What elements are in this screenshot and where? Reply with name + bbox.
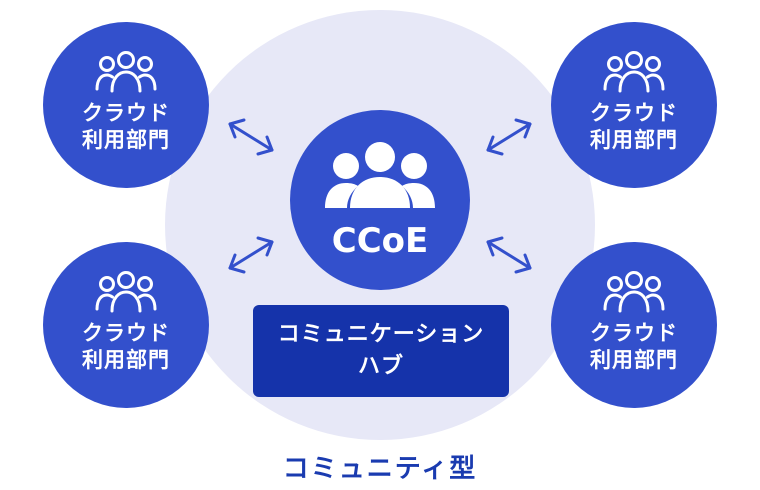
- hub-label-line1: コミュニケーション: [277, 322, 485, 347]
- department-label-line1: クラウド: [590, 101, 678, 125]
- people-outline-icon: [603, 51, 665, 93]
- department-label-line1: クラウド: [590, 321, 678, 345]
- people-group-icon: [325, 142, 435, 208]
- ccoe-label: CCoE: [331, 221, 429, 261]
- department-label-line2: 利用部門: [82, 128, 170, 152]
- department-label-line2: 利用部門: [590, 348, 678, 372]
- people-outline-icon: [95, 51, 157, 93]
- hub-label-line2: ハブ: [357, 354, 404, 379]
- department-node-top-right: クラウド 利用部門: [551, 22, 717, 188]
- people-outline-icon: [95, 271, 157, 313]
- bidirectional-arrow-bottom-left: [228, 236, 274, 274]
- bidirectional-arrow-bottom-right: [486, 236, 532, 274]
- bidirectional-arrow-top-left: [228, 118, 274, 156]
- communication-hub-box: コミュニケーション ハブ: [253, 305, 509, 397]
- department-label-line1: クラウド: [82, 321, 170, 345]
- diagram-caption: コミュニティ型: [282, 454, 478, 484]
- department-label-line2: 利用部門: [82, 348, 170, 372]
- people-outline-icon: [603, 271, 665, 313]
- bidirectional-arrow-top-right: [486, 118, 532, 156]
- department-node-bottom-left: クラウド 利用部門: [43, 242, 209, 408]
- ccoe-node: CCoE: [290, 110, 470, 290]
- department-label-line1: クラウド: [82, 101, 170, 125]
- department-label-line2: 利用部門: [590, 128, 678, 152]
- department-node-bottom-right: クラウド 利用部門: [551, 242, 717, 408]
- department-node-top-left: クラウド 利用部門: [43, 22, 209, 188]
